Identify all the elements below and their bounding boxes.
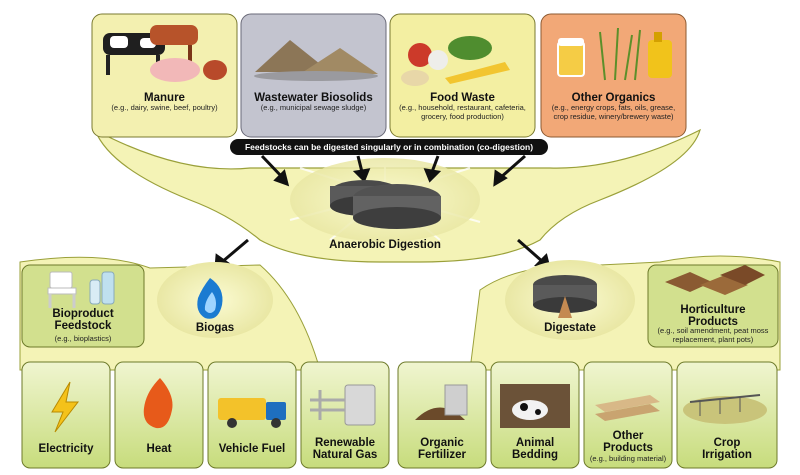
food-waste-title: Food Waste (430, 92, 495, 104)
wastewater-title: Wastewater Biosolids (254, 92, 373, 104)
fertilizer-label: Organic Fertilizer (418, 437, 466, 461)
codigestion-banner: Feedstocks can be digested singularly or… (230, 139, 548, 155)
other-organics-title: Other Organics (571, 92, 656, 104)
rng-label: Renewable Natural Gas (312, 437, 378, 461)
heat-flame-icon (143, 378, 173, 429)
vehicle-fuel-label: Vehicle Fuel (218, 443, 286, 455)
anaerobic-digestion-label: Anaerobic Digestion (329, 239, 441, 251)
horticulture-picture (665, 265, 765, 295)
livestock-picture (103, 25, 227, 82)
biosolids-picture (254, 40, 378, 81)
bedding-label: Animal Bedding (512, 437, 558, 461)
input-arrows (214, 154, 552, 271)
bioproduct-desc: (e.g., bioplastics) (54, 334, 112, 343)
calf-icon (512, 400, 548, 420)
organics-picture (557, 27, 672, 81)
gas-plant-icon (310, 384, 376, 426)
fertilizer-icon (415, 384, 468, 420)
food-waste-desc: (e.g., household, restaurant, cafeteria,… (399, 103, 526, 121)
manure-title: Manure (144, 92, 185, 104)
electricity-icon (51, 381, 80, 433)
irrigation-label: Crop Irrigation (702, 437, 752, 461)
garbage-truck-icon (218, 398, 286, 428)
digestate-tank-picture (533, 275, 597, 318)
horticulture-desc: (e.g., soil amendment, peat moss replace… (657, 326, 769, 344)
other-products-label: Other Products (603, 430, 653, 454)
other-products-desc: (e.g., building material) (589, 454, 667, 463)
manure-desc: (e.g., dairy, swine, beef, poultry) (111, 103, 218, 112)
wastewater-desc: (e.g., municipal sewage sludge) (260, 103, 367, 112)
digester-tanks-picture (330, 180, 441, 229)
digestate-label: Digestate (544, 322, 596, 334)
heat-label: Heat (146, 443, 172, 455)
horticulture-title: Horticulture Products (680, 304, 746, 328)
biogas-flame-icon (197, 278, 223, 319)
biogas-label: Biogas (195, 322, 235, 334)
food-waste-picture (401, 36, 510, 86)
bioproduct-picture (47, 271, 115, 308)
lumber-icon (595, 395, 660, 421)
electricity-label: Electricity (38, 443, 94, 455)
bioproduct-title: Bioproduct Feedstock (52, 308, 114, 332)
irrigation-pivot-icon (683, 394, 767, 424)
other-organics-desc: (e.g., energy crops, fats, oils, grease,… (551, 103, 676, 121)
